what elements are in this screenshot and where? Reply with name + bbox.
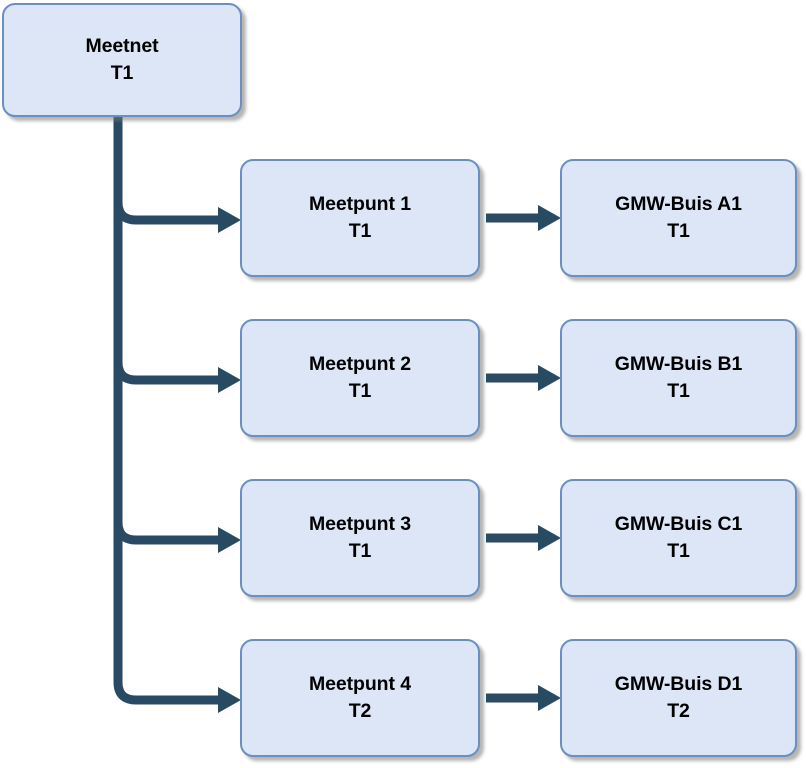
node-gmw-buis-d1[interactable]: GMW-Buis D1 T2 bbox=[560, 639, 797, 757]
node-meetpunt-2-line1: Meetpunt 2 bbox=[309, 353, 411, 375]
node-gmw-buis-d1-line2: T2 bbox=[667, 700, 690, 722]
node-meetnet[interactable]: Meetnet T1 bbox=[2, 3, 242, 117]
node-meetpunt-1-line2: T1 bbox=[348, 220, 372, 242]
node-gmw-buis-c1-line2: T1 bbox=[667, 540, 690, 562]
node-gmw-buis-b1-line1: GMW-Buis B1 bbox=[614, 353, 743, 375]
node-gmw-buis-b1-line2: T1 bbox=[667, 380, 690, 402]
arrowhead-meetnet-to-meetpunt-3 bbox=[218, 527, 241, 553]
node-meetpunt-2-line2: T1 bbox=[348, 380, 372, 402]
arrowhead-meetnet-to-meetpunt-2 bbox=[218, 367, 241, 393]
node-meetpunt-3[interactable]: Meetpunt 3 T1 bbox=[240, 479, 480, 597]
arrowhead-meetpunt-1-to-gmw-buis bbox=[538, 205, 561, 231]
node-gmw-buis-d1-line1: GMW-Buis D1 bbox=[614, 673, 743, 695]
node-meetpunt-3-line2: T1 bbox=[348, 540, 372, 562]
node-gmw-buis-a1-line2: T1 bbox=[667, 220, 690, 242]
node-meetpunt-2[interactable]: Meetpunt 2 T1 bbox=[240, 319, 480, 437]
branch-elbow-3 bbox=[113, 521, 218, 545]
node-meetpunt-4-line2: T2 bbox=[348, 700, 372, 722]
node-meetpunt-3-line1: Meetpunt 3 bbox=[309, 513, 411, 535]
branch-elbow-4 bbox=[113, 681, 218, 705]
arrowhead-meetpunt-3-to-gmw-buis bbox=[538, 525, 561, 551]
node-meetnet-line2: T1 bbox=[110, 62, 134, 84]
branch-elbow-1 bbox=[113, 201, 218, 225]
node-gmw-buis-c1[interactable]: GMW-Buis C1 T1 bbox=[560, 479, 797, 597]
node-gmw-buis-a1-line1: GMW-Buis A1 bbox=[615, 193, 742, 215]
arrowhead-meetnet-to-meetpunt-4 bbox=[218, 687, 241, 713]
node-meetnet-line1: Meetnet bbox=[85, 35, 159, 57]
arrowhead-meetnet-to-meetpunt-1 bbox=[218, 207, 241, 233]
node-meetpunt-4[interactable]: Meetpunt 4 T2 bbox=[240, 639, 480, 757]
node-meetpunt-1[interactable]: Meetpunt 1 T1 bbox=[240, 159, 480, 277]
arrowhead-meetpunt-4-to-gmw-buis bbox=[538, 685, 561, 711]
arrowhead-meetpunt-2-to-gmw-buis bbox=[538, 365, 561, 391]
branch-elbow-2 bbox=[113, 361, 218, 385]
node-gmw-buis-a1[interactable]: GMW-Buis A1 T1 bbox=[560, 159, 797, 277]
node-gmw-buis-c1-line1: GMW-Buis C1 bbox=[614, 513, 743, 535]
node-meetpunt-4-line1: Meetpunt 4 bbox=[309, 673, 411, 695]
node-gmw-buis-b1[interactable]: GMW-Buis B1 T1 bbox=[560, 319, 797, 437]
node-meetpunt-1-line1: Meetpunt 1 bbox=[309, 193, 411, 215]
